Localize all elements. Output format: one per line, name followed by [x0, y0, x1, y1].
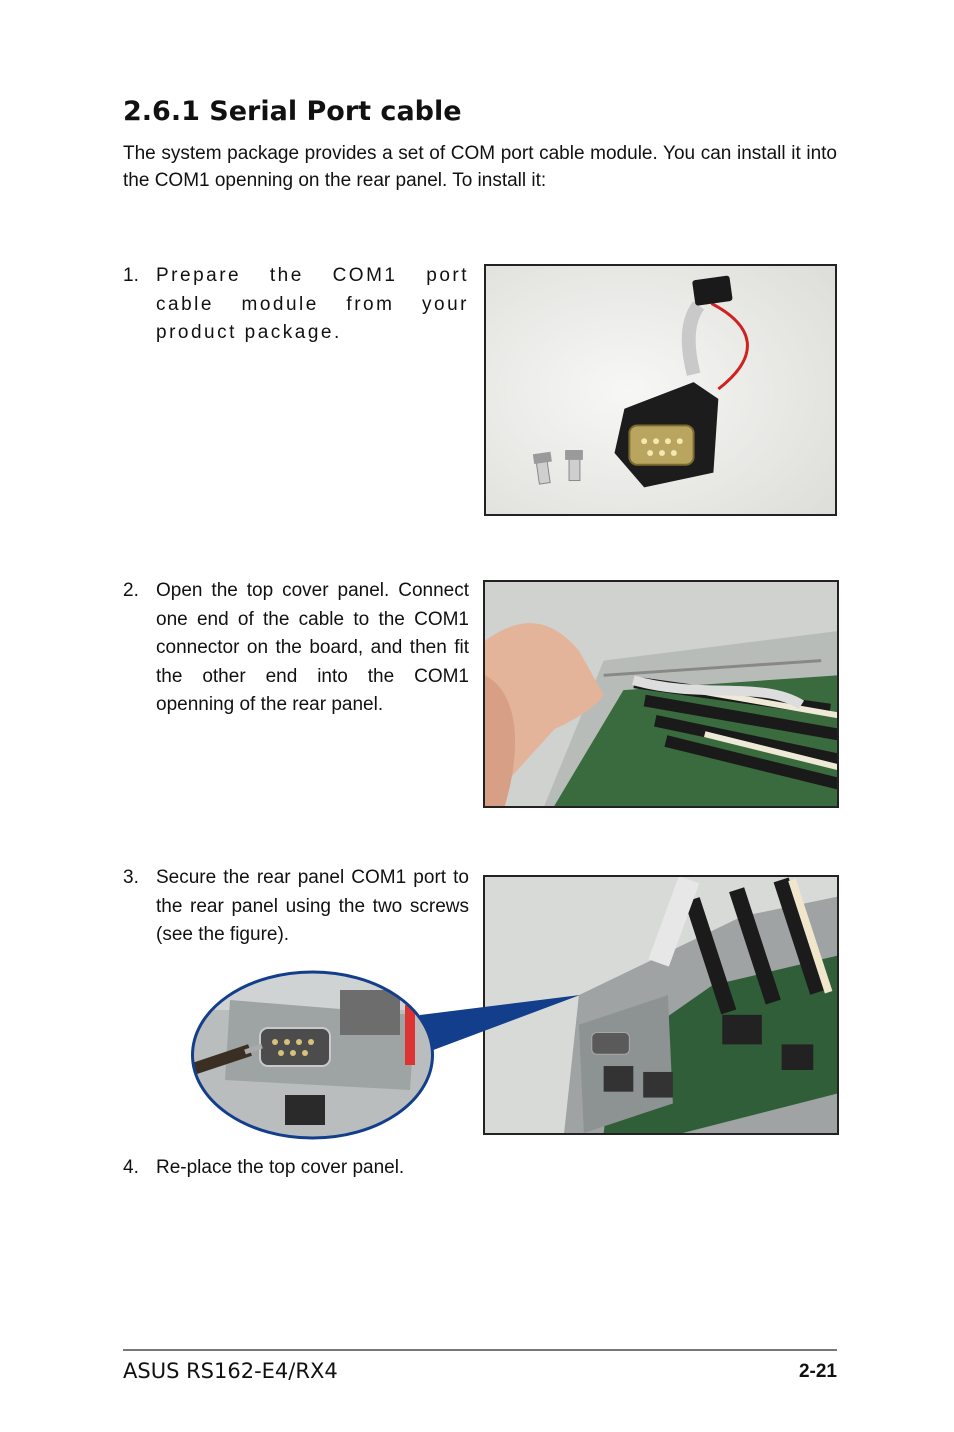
step-number: 2.	[123, 580, 139, 601]
step-number: 3.	[123, 867, 139, 888]
step-number: 1.	[123, 265, 139, 286]
callout-pointer	[420, 995, 580, 1055]
step-text: Secure the rear panel COM1 port to the r…	[156, 867, 469, 945]
page-number: 2-21	[798, 1361, 837, 1382]
rear-panel-com1-photo	[483, 875, 839, 1135]
step-text: Open the top cover panel. Connect one en…	[156, 580, 469, 715]
top-cover-open-photo	[483, 580, 839, 808]
step-4: 4. Re-place the top cover panel.	[123, 1154, 623, 1183]
callout-zoom-inset	[190, 970, 435, 1140]
step-text: Re-place the top cover panel.	[156, 1157, 405, 1178]
footer-product-name: ASUS RS162-E4/RX4	[123, 1359, 338, 1383]
footer-divider	[123, 1349, 837, 1351]
step-1: 1. Prepare the COM1 port cable module fr…	[123, 262, 469, 348]
step-text: Prepare the COM1 port cable module from …	[156, 265, 469, 343]
step-2: 2. Open the top cover panel. Connect one…	[123, 577, 469, 720]
step-number: 4.	[123, 1157, 139, 1178]
step-3: 3. Secure the rear panel COM1 port to th…	[123, 864, 469, 950]
com-cable-module-photo	[484, 264, 837, 516]
intro-paragraph: The system package provides a set of COM…	[123, 143, 837, 191]
section-title: 2.6.1 Serial Port cable	[123, 96, 462, 127]
